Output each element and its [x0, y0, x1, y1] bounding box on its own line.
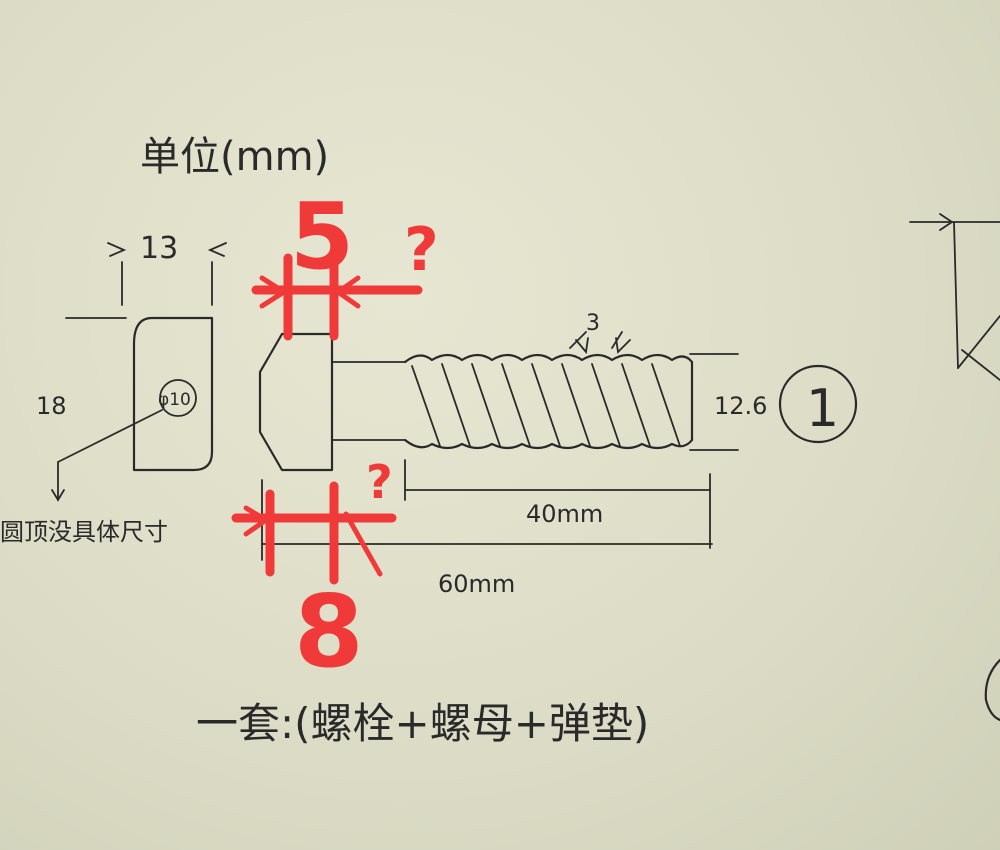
head-mark-label: φ10	[158, 390, 191, 410]
bottom-question-mark: ?	[366, 455, 393, 509]
thread-pitch-label: 3	[586, 311, 600, 336]
part-number-circle	[778, 364, 858, 444]
head-width-label: 13	[140, 231, 178, 266]
thread-diameter-label: 12.6	[714, 392, 767, 420]
part-number-label: 1	[806, 379, 839, 439]
head-note-label: 圆顶没具体尺寸	[0, 518, 168, 546]
bolt-side-view	[258, 331, 739, 561]
total-length-label: 60mm	[438, 570, 515, 598]
thread-length-label: 40mm	[526, 500, 603, 528]
red-annotations	[231, 253, 423, 585]
unit-label: 单位(mm)	[140, 134, 329, 180]
bottom-annotation-value: 8	[294, 573, 364, 690]
partial-adjacent-drawing	[909, 213, 1000, 722]
top-question-mark: ?	[404, 215, 439, 285]
top-annotation-value: 5	[290, 183, 354, 290]
head-height-label: 18	[36, 392, 67, 420]
set-note-label: 一套:(螺栓+螺母+弹垫)	[196, 699, 649, 748]
head-end-view	[51, 242, 227, 502]
